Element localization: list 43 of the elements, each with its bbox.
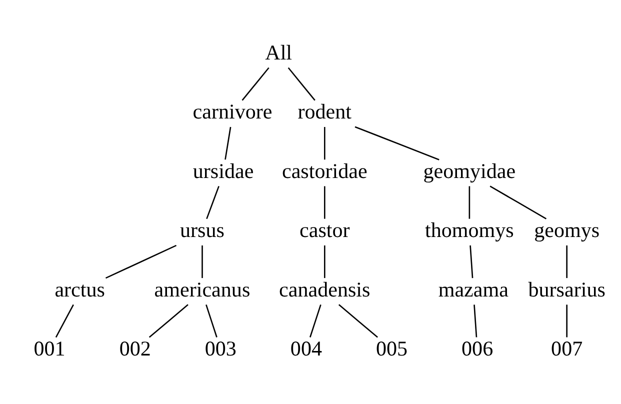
node-text: bursarius xyxy=(528,276,606,301)
connector xyxy=(206,304,218,337)
node-text: All xyxy=(265,40,292,64)
connector xyxy=(310,304,322,337)
node-text: carnivore xyxy=(192,99,272,124)
connector xyxy=(338,304,378,338)
node-text: castor xyxy=(300,218,350,242)
node-text: geomyidae xyxy=(423,158,516,182)
connector xyxy=(324,186,326,218)
connector xyxy=(566,244,568,278)
node-text: ursus xyxy=(180,218,224,242)
connector xyxy=(468,186,470,218)
connector xyxy=(202,244,203,278)
node-text: 002 xyxy=(119,336,151,360)
node-text: ursidae xyxy=(192,158,254,182)
node-text: 005 xyxy=(376,336,408,360)
connector xyxy=(105,244,177,278)
connector xyxy=(470,244,474,278)
connector xyxy=(354,126,440,160)
connector xyxy=(224,126,232,160)
node-text: 006 xyxy=(462,336,494,360)
connector xyxy=(242,66,270,100)
connector xyxy=(490,185,547,219)
node-text: thomomys xyxy=(424,218,514,242)
connector xyxy=(474,304,478,337)
node-text: 007 xyxy=(551,336,583,360)
connector xyxy=(324,126,326,160)
connector xyxy=(288,66,316,100)
node-text: castoridae xyxy=(282,158,368,182)
node-text: canadensis xyxy=(279,276,370,301)
node-text: 001 xyxy=(34,336,66,360)
connector xyxy=(566,304,568,337)
connector xyxy=(55,304,74,338)
node-text: geomys xyxy=(534,218,600,242)
connector xyxy=(206,185,220,219)
connector xyxy=(148,304,188,338)
node-text: mazama xyxy=(438,276,508,301)
connector xyxy=(324,244,326,278)
node-text: americanus xyxy=(154,276,250,301)
node-text: rodent xyxy=(298,99,352,124)
node-text: arctus xyxy=(54,276,105,301)
node-text: 004 xyxy=(290,336,322,360)
node-text: 003 xyxy=(204,336,236,360)
